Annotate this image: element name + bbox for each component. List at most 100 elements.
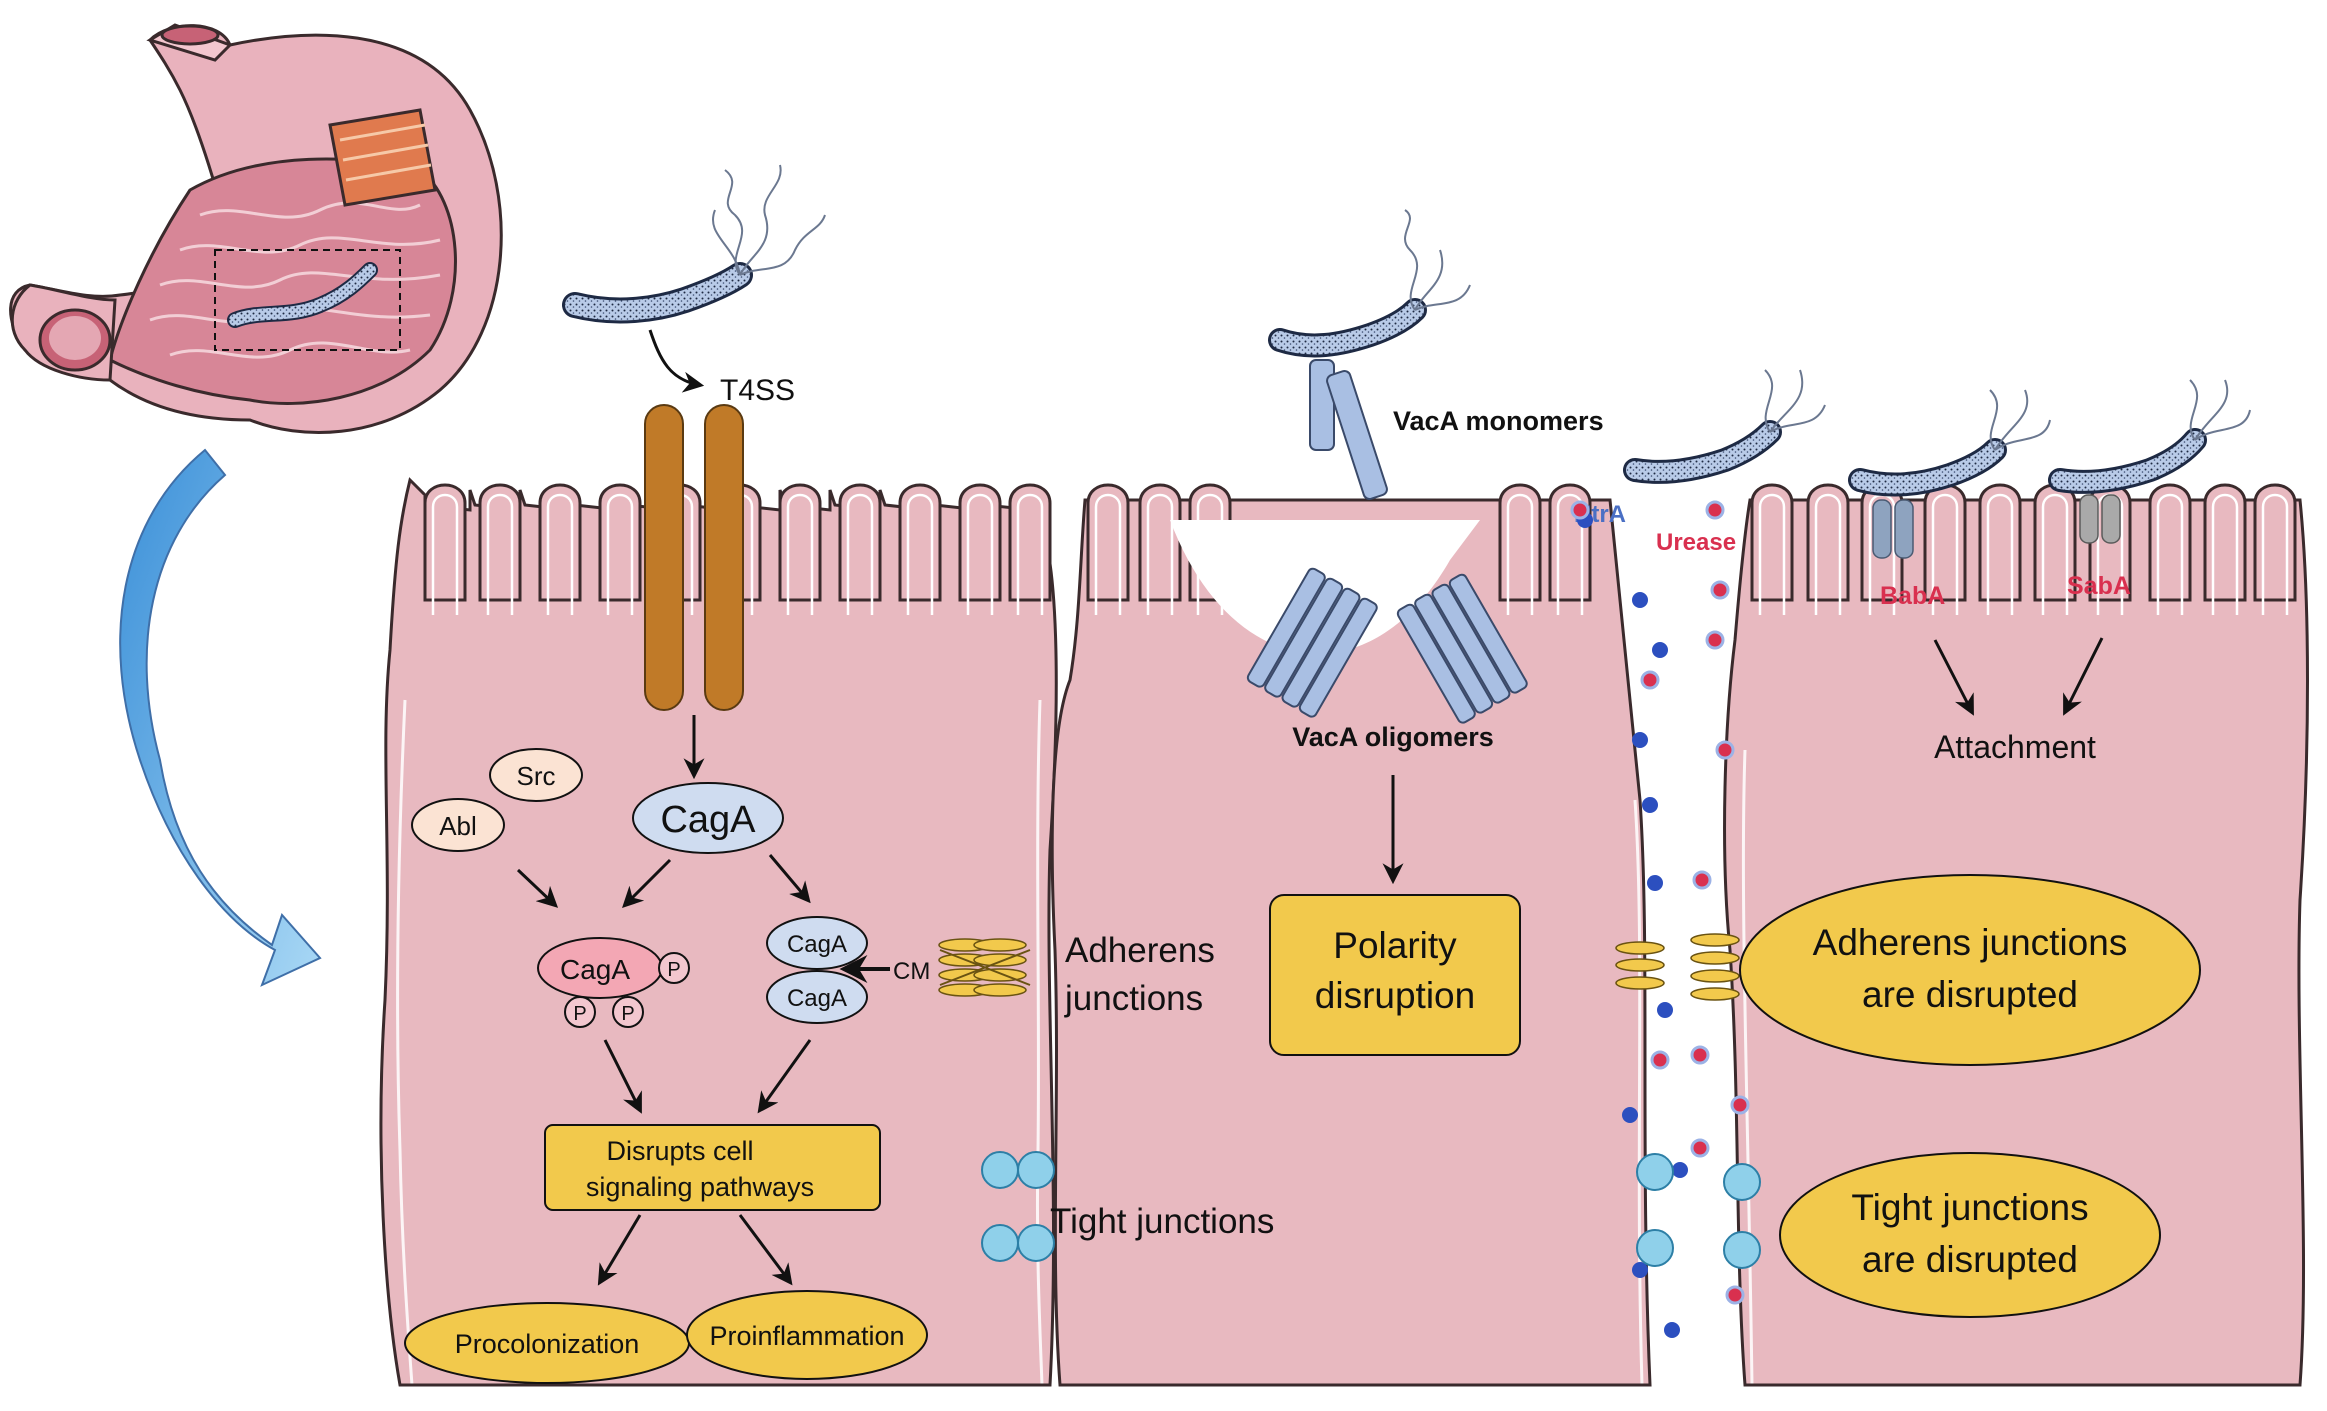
polarity-disruption-box xyxy=(1269,894,1521,1056)
microvillus-highlight xyxy=(786,493,814,615)
disrupts-line-2: signaling pathways xyxy=(586,1172,814,1202)
urease-particle xyxy=(1570,500,1590,520)
vaca-oligomers-label: VacA oligomers xyxy=(1292,722,1494,752)
microvillus xyxy=(1138,483,1182,602)
phosphate-group-2 xyxy=(564,996,596,1028)
phospho-caga-label: CagA xyxy=(560,954,630,985)
microvillus-highlight xyxy=(2261,493,2289,615)
polarity-line-1: Polarity xyxy=(1333,925,1457,966)
tight-disrupted-line-2: are disrupted xyxy=(1862,1239,2078,1280)
microvillus xyxy=(1750,483,1794,602)
urease-label: Urease xyxy=(1656,529,1736,556)
microvillus xyxy=(598,483,642,602)
microvillus xyxy=(478,483,522,602)
htra-particle xyxy=(1632,592,1648,608)
src-kinase xyxy=(489,748,583,802)
phosphate-label-2: P xyxy=(573,1003,586,1025)
microvillus-highlight xyxy=(1146,493,1174,615)
phosphate-label-1: P xyxy=(667,959,680,981)
tight-junctions-intact xyxy=(981,1151,1055,1262)
microvillus xyxy=(778,483,822,602)
microvillus-highlight xyxy=(846,493,874,615)
proinflammation-oval xyxy=(686,1290,928,1380)
vaca-monomers-label: VacA monomers xyxy=(1393,406,1604,436)
microvillus-highlight xyxy=(1094,493,1122,615)
microvillus-highlight xyxy=(2156,493,2184,615)
urease-particle xyxy=(1705,500,1725,520)
htra-particle xyxy=(1632,732,1648,748)
h-pylori-bacterium-1 xyxy=(562,164,826,324)
microvillus-highlight xyxy=(486,493,514,615)
adherens-junctions-intact xyxy=(938,938,1031,997)
microvillus-highlight xyxy=(2041,493,2069,615)
microvillus xyxy=(898,483,942,602)
urease-particle xyxy=(1705,630,1725,650)
phosphate-label-3: P xyxy=(621,1003,634,1025)
microvillus xyxy=(423,483,467,602)
microvillus xyxy=(838,483,882,602)
htra-particle xyxy=(1652,642,1668,658)
protease-and-urease-particles xyxy=(1570,500,1750,1338)
adherens-label-line-2: junctions xyxy=(1064,979,1203,1018)
microvillus xyxy=(958,483,1002,602)
microvillus-highlight xyxy=(1814,493,1842,615)
urease-particle xyxy=(1640,670,1660,690)
t4ss-channel xyxy=(644,404,744,711)
arrow-saba-to-attachment xyxy=(2063,637,2104,716)
microvillus-highlight xyxy=(1016,493,1044,615)
urease-particle xyxy=(1692,870,1712,890)
adherens-disrupted-oval xyxy=(1739,874,2201,1066)
attachment-label: Attachment xyxy=(1934,729,2096,765)
arrow-baba-to-attachment xyxy=(1933,639,1974,716)
microvillus-highlight xyxy=(966,493,994,615)
caga-lower-label: CagA xyxy=(787,985,847,1012)
baba-adhesin xyxy=(1872,499,1914,559)
microvillus xyxy=(1008,483,1052,602)
src-label: Src xyxy=(517,761,556,791)
urease-particle xyxy=(1710,580,1730,600)
saba-adhesin xyxy=(2079,494,2121,544)
vaca-oligomer-left xyxy=(1246,567,1378,718)
h-pylori-bacterium-5 xyxy=(2048,379,2251,494)
microvillus xyxy=(1978,483,2022,602)
microvillus-highlight xyxy=(606,493,634,615)
htra-particle xyxy=(1672,1162,1688,1178)
h-pylori-bacterium-3 xyxy=(1623,369,1826,484)
microvillus-highlight xyxy=(1986,493,2014,615)
arrow-disrupts-to-proinflammation xyxy=(738,1214,793,1286)
arrow-caga-to-dimer xyxy=(768,854,811,904)
t4ss-injection-arrow xyxy=(648,329,705,393)
abl-label: Abl xyxy=(439,811,477,841)
htra-particle xyxy=(1664,1322,1680,1338)
microvillus xyxy=(1806,483,1850,602)
adherens-junctions-disrupted xyxy=(1615,933,1740,1001)
htra-particle xyxy=(1622,1107,1638,1123)
microvillus-highlight xyxy=(1196,493,1224,615)
saba-label: SabA xyxy=(2067,572,2131,600)
urease-particle xyxy=(1690,1045,1710,1065)
t4ss-label: T4SS xyxy=(720,374,795,407)
zoom-in-arrow xyxy=(119,448,322,987)
microvillus-highlight xyxy=(1758,493,1786,615)
arrow-caga-to-phospho xyxy=(622,858,672,908)
htra-particle xyxy=(1647,875,1663,891)
microvillus-highlight xyxy=(1931,493,1959,615)
disrupts-line-1: Disrupts cell xyxy=(606,1136,753,1166)
adherens-label-line-1: Adherens xyxy=(1065,931,1215,970)
h-pylori-bacterium-2 xyxy=(1268,209,1471,358)
stomach-illustration xyxy=(9,23,503,434)
microvillus xyxy=(538,483,582,602)
vaca-oligomer-right xyxy=(1396,573,1528,724)
polarity-line-2: disruption xyxy=(1315,975,1475,1016)
htra-particle xyxy=(1642,797,1658,813)
arrow-kinases-to-phospho xyxy=(516,868,559,908)
tight-disrupted-oval xyxy=(1779,1152,2161,1318)
caga-protein xyxy=(632,782,784,854)
urease-particle xyxy=(1715,740,1735,760)
cm-label: CM xyxy=(893,958,930,985)
htra-particle xyxy=(1657,1002,1673,1018)
urease-particle xyxy=(1650,1050,1670,1070)
vaca-monomers xyxy=(1309,359,1388,500)
urease-particle xyxy=(1730,1095,1750,1115)
